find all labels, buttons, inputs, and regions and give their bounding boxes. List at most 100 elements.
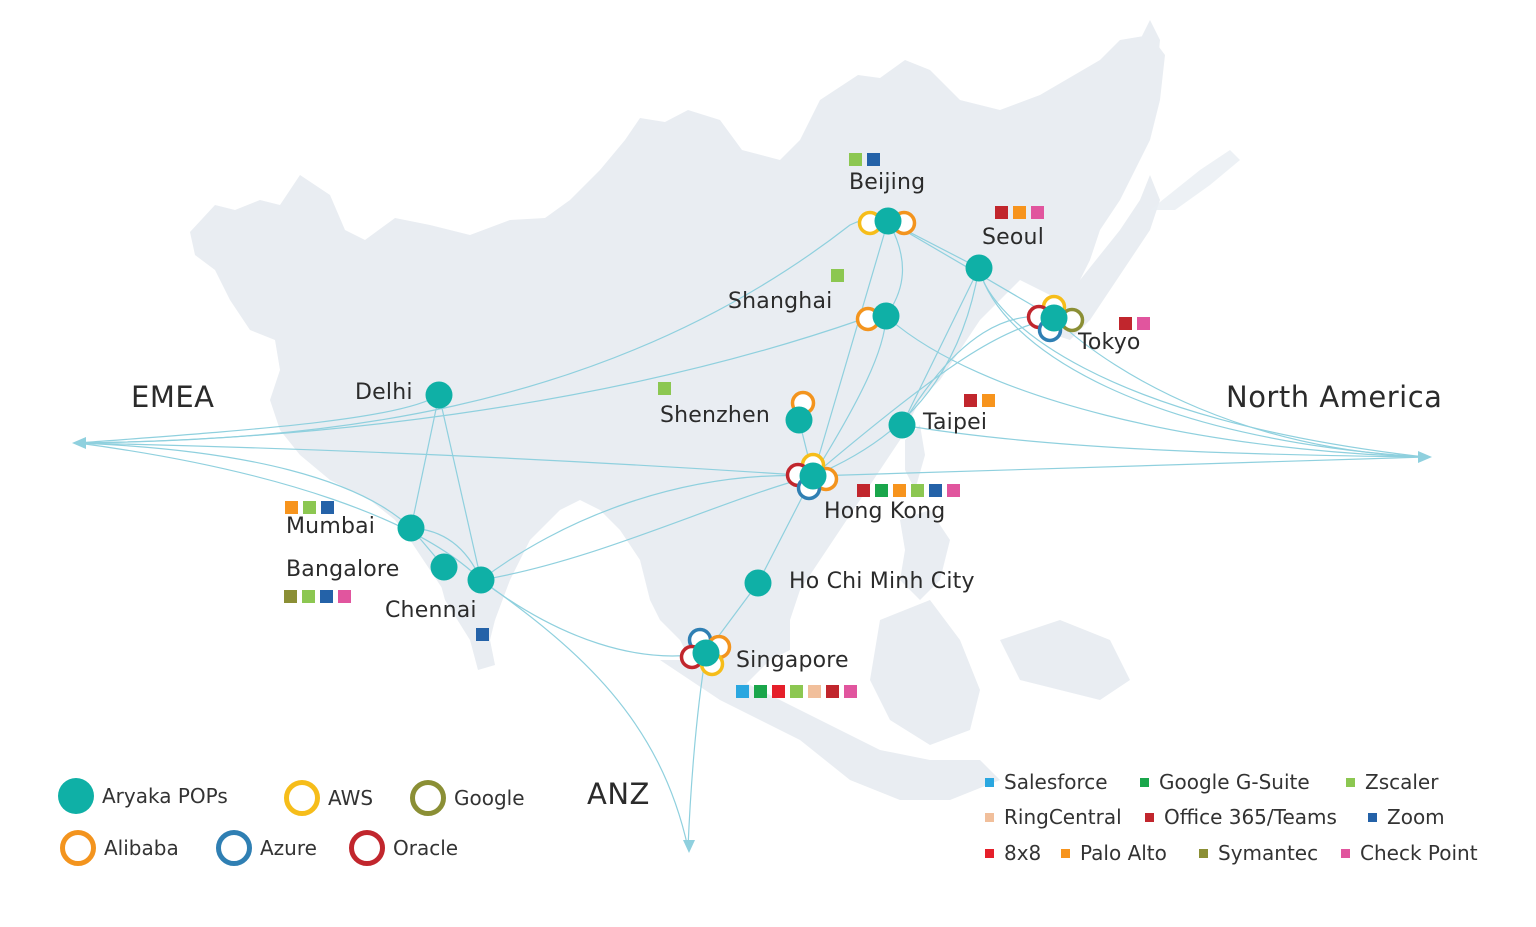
zoom-square-icon [867,153,880,166]
pop-dot-icon [888,411,916,439]
zscaler-square-icon [303,501,316,514]
legend-label: Azure [260,836,317,860]
alibaba-ring-icon [60,830,96,866]
ringcentral-square-icon [808,685,821,698]
zoom-square-icon [320,590,333,603]
paloalto-square-icon [285,501,298,514]
google-ring-icon [410,780,446,816]
legend-label: Google [454,786,525,810]
pop-seoul[interactable] [965,254,993,282]
checkpoint-square-icon [1137,317,1150,330]
legend-salesforce: Salesforce [985,770,1108,794]
legend-zscaler: Zscaler [1346,770,1438,794]
zoom-square-icon [1368,812,1377,822]
zoom-square-icon [476,628,489,641]
office365-square-icon [826,685,839,698]
pop-dot-icon [874,207,902,235]
service-badges [857,484,960,497]
office365-square-icon [1119,317,1132,330]
legend-label: Palo Alto [1080,841,1167,865]
ringcentral-square-icon [985,812,994,822]
azure-ring-icon [216,830,252,866]
checkpoint-square-icon [947,484,960,497]
city-label: Chennai [385,598,477,623]
pop-dot-icon [872,302,900,330]
city-label: Bangalore [286,557,400,582]
checkpoint-square-icon [338,590,351,603]
city-label: Shenzhen [660,403,770,428]
city-label: Singapore [736,648,849,673]
office365-square-icon [1145,812,1154,822]
zscaler-square-icon [911,484,924,497]
pop-bangalore[interactable] [430,553,458,581]
symantec-square-icon [1199,848,1208,858]
legend-oracle: Oracle [349,830,458,866]
pop-chennai[interactable] [467,566,495,594]
pop-dot-icon [785,406,813,434]
city-label: Seoul [982,225,1045,250]
legend-pop: Aryaka POPs [58,778,228,814]
pop-delhi[interactable] [425,381,453,409]
pop-dot-icon [397,514,425,542]
legend-label: Zoom [1387,805,1445,829]
pop-dot-icon [799,462,827,490]
gsuite-square-icon [1140,777,1149,787]
8x8-square-icon [985,848,994,858]
salesforce-square-icon [985,777,994,787]
8x8-square-icon [772,685,785,698]
legend-aws: AWS [284,780,373,816]
city-label: Ho Chi Minh City [789,569,975,594]
service-badges [995,206,1044,219]
service-badges [285,501,334,514]
pop-tokyo[interactable] [1026,294,1085,343]
zscaler-square-icon [831,269,844,282]
pop-shanghai[interactable] [855,302,900,332]
region-anz: ANZ [587,777,650,811]
checkpoint-square-icon [844,685,857,698]
paloalto-square-icon [1013,206,1026,219]
pop-dot-icon [467,566,495,594]
pop-dot-icon [965,254,993,282]
oracle-ring-icon [349,830,385,866]
office365-square-icon [857,484,870,497]
region-north-america: North America [1226,380,1443,414]
checkpoint-square-icon [1341,848,1350,858]
arrow-north-america [1418,451,1432,463]
region-emea: EMEA [131,380,215,414]
office365-square-icon [995,206,1008,219]
pop-beijing[interactable] [857,207,917,236]
pop-hong-kong[interactable] [785,452,839,501]
paloalto-square-icon [1061,848,1070,858]
pop-singapore[interactable] [679,627,732,677]
service-badges [284,590,351,603]
city-label: Beijing [849,170,926,195]
arrow-emea [72,437,86,449]
service-badges [849,153,880,166]
legend-label: 8x8 [1004,841,1042,865]
pop-dot-icon [1040,304,1068,332]
pop-dot-icon [58,778,94,814]
pop-taipei[interactable] [888,411,916,439]
legend-label: Office 365/Teams [1164,805,1337,829]
paloalto-square-icon [893,484,906,497]
zscaler-square-icon [849,153,862,166]
pop-dot-icon [425,381,453,409]
legend-label: Zscaler [1365,770,1439,794]
symantec-square-icon [284,590,297,603]
city-label: Shanghai [728,289,833,314]
checkpoint-square-icon [1031,206,1044,219]
zscaler-square-icon [790,685,803,698]
zscaler-square-icon [658,382,671,395]
legend-8x8: 8x8 [985,841,1041,865]
legend-label: Oracle [393,836,459,860]
pop-ho-chi-minh-city[interactable] [744,569,772,597]
pop-nodes [397,207,1085,677]
service-badges [831,269,844,282]
pop-shenzhen[interactable] [785,390,816,434]
pop-mumbai[interactable] [397,514,425,542]
legend-symantec: Symantec [1199,841,1318,865]
legend-gsuite: Google G-Suite [1140,770,1310,794]
legend-label: Check Point [1360,841,1478,865]
